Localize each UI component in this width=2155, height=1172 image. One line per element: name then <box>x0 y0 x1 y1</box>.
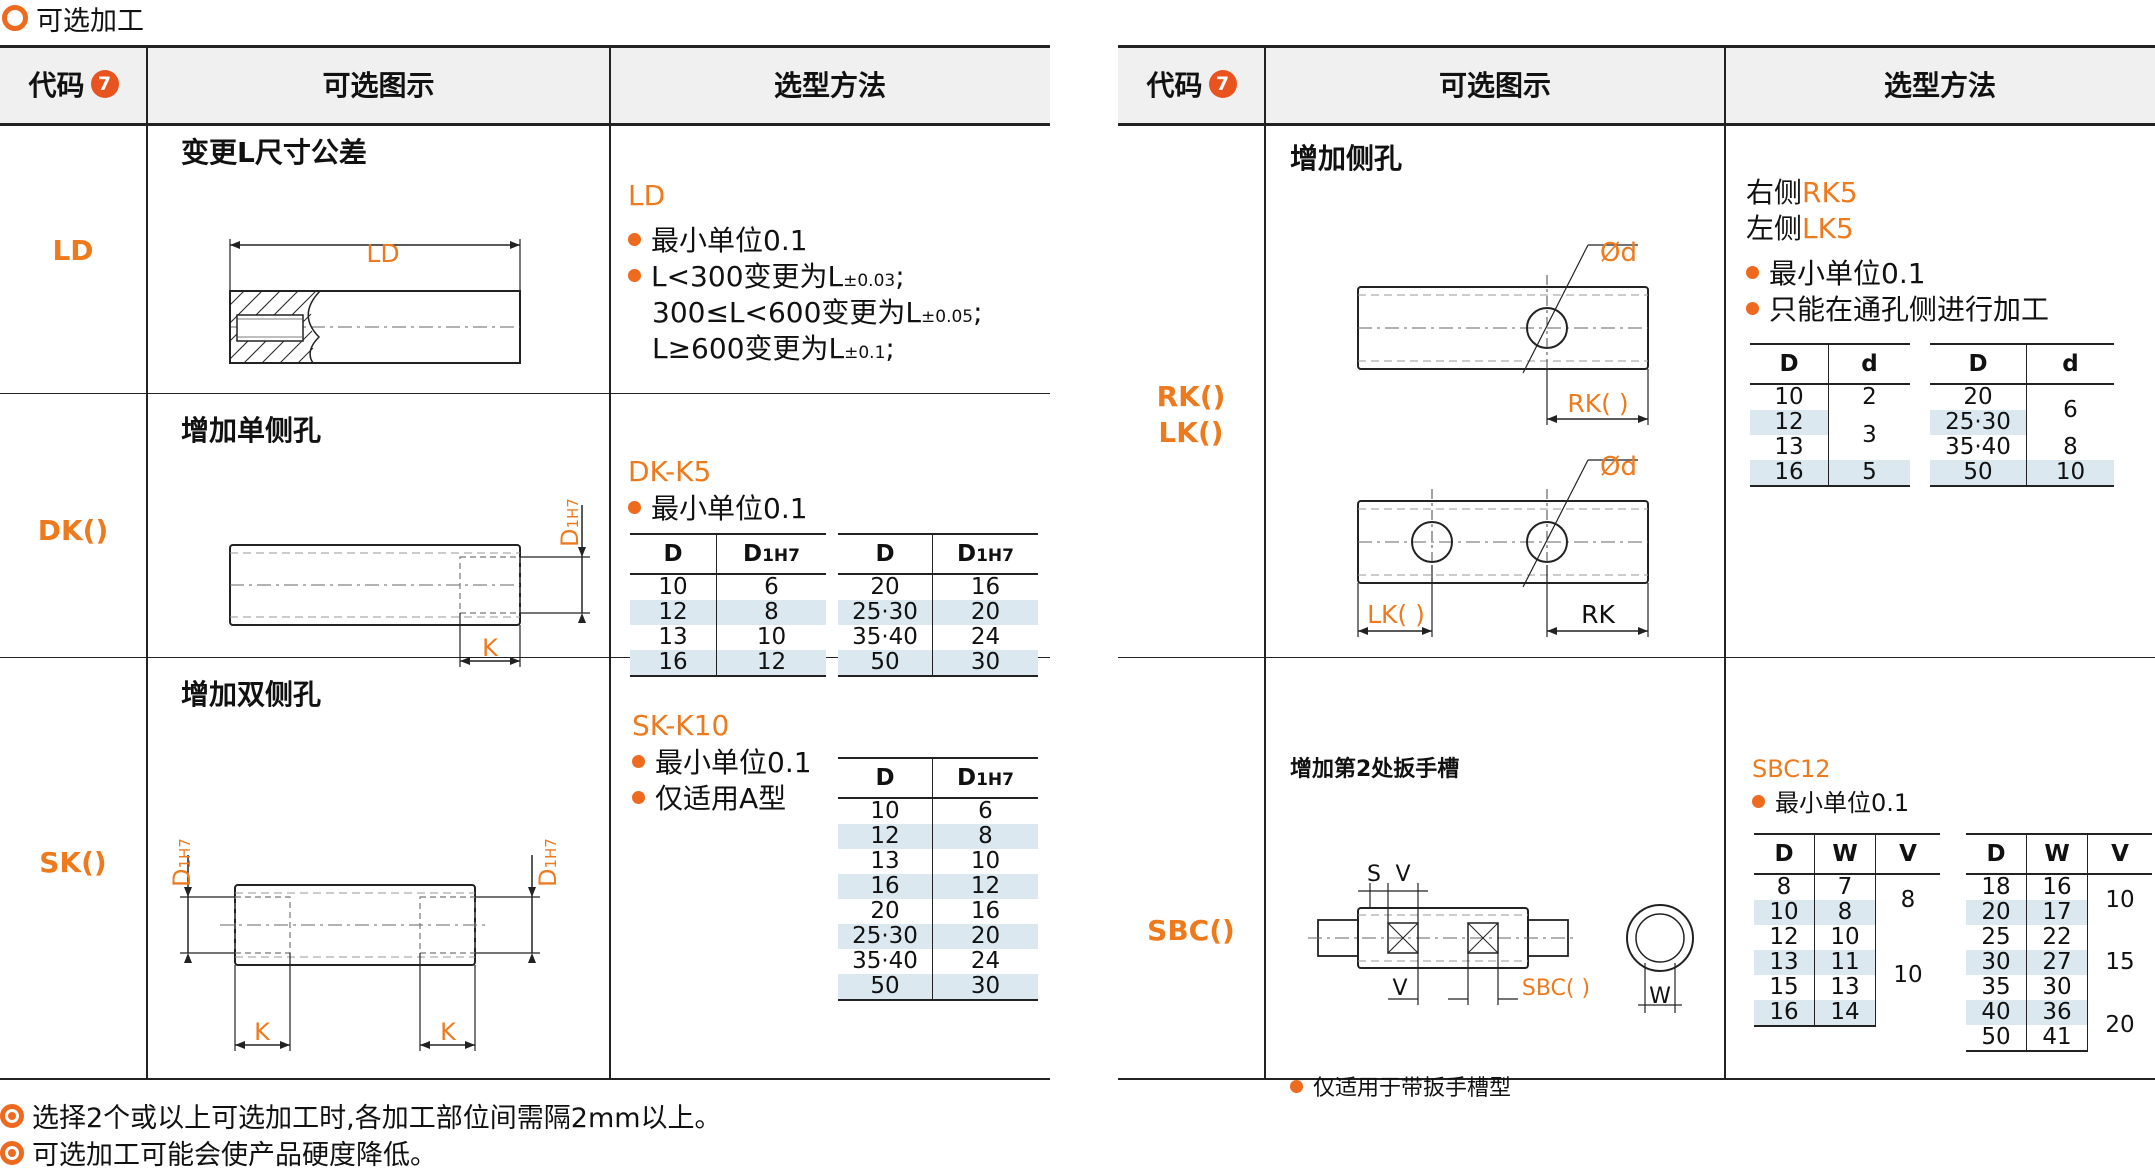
svg-text:W: W <box>1649 984 1671 1009</box>
code-rk: RK() <box>1156 380 1226 413</box>
sk-title: 增加双侧孔 <box>181 678 322 711</box>
svg-text:RK: RK <box>1581 600 1615 629</box>
svg-text:Ød: Ød <box>1600 452 1637 482</box>
sbc-note: 仅适用于带扳手槽型 <box>1290 1071 1511 1107</box>
ld-figure: LD <box>229 239 521 364</box>
dot-bullet-icon <box>1290 1079 1303 1093</box>
svg-text:V: V <box>1395 862 1410 887</box>
svg-text:LK( ): LK( ) <box>1367 600 1425 629</box>
ld-tol-2: 300≤L<600变更为L±0.05; <box>652 296 983 329</box>
left-header-row <box>0 45 1050 126</box>
dot-bullet-icon <box>1746 301 1759 315</box>
svg-text:K: K <box>440 1018 457 1046</box>
dk-spec: DK-K5 <box>628 455 712 488</box>
rk-spec: 右侧RK5 <box>1746 176 1858 209</box>
code-sk: SK() <box>39 846 107 879</box>
note-badge-icon: 7 <box>90 70 119 98</box>
dot-bullet-icon <box>1752 794 1765 808</box>
header-figure: 可选图示 <box>322 69 435 102</box>
svg-text:S: S <box>1367 862 1381 887</box>
ring-bullet-icon <box>2 5 28 31</box>
dot-bullet-icon <box>1746 265 1759 279</box>
sbc-spec: SBC12 <box>1752 755 1831 783</box>
sbc-figure: S V V SBC( ) W <box>1308 862 1694 1013</box>
dot-bullet-icon <box>632 754 645 768</box>
sk-figure: D1H7 D1H7 K K <box>170 838 562 1051</box>
code-ld: LD <box>52 234 94 267</box>
rk-bullet-2: 只能在通孔侧进行加工 <box>1746 292 2049 328</box>
dk-figure: D1H7 K <box>229 498 590 667</box>
code-dk: DK() <box>37 514 109 547</box>
ld-title: 变更L尺寸公差 <box>181 136 367 169</box>
right-header-row <box>1118 45 2155 126</box>
page-title: 可选加工 <box>0 0 144 37</box>
header-method: 选型方法 <box>1883 69 1996 102</box>
svg-text:D1H7: D1H7 <box>534 838 562 887</box>
dot-bullet-icon <box>628 500 641 514</box>
footnote-1: 选择2个或以上可选加工时,各加工部位间需隔2mm以上。 <box>0 1096 722 1135</box>
header-method: 选型方法 <box>773 69 886 102</box>
ld-bullet-1: 最小单位0.1 <box>628 223 808 259</box>
svg-text:V: V <box>1392 976 1407 1001</box>
svg-text:RK( ): RK( ) <box>1567 389 1628 418</box>
code-lk: LK() <box>1158 416 1224 449</box>
note-badge-icon: 7 <box>1208 70 1237 98</box>
svg-text:D1H7: D1H7 <box>556 498 584 547</box>
lk-spec: 左侧LK5 <box>1746 212 1854 245</box>
rk-title: 增加侧孔 <box>1290 142 1403 175</box>
sk-bullet-1: 最小单位0.1 <box>632 745 812 781</box>
sbc-title: 增加第2处扳手槽 <box>1290 757 1460 782</box>
svg-text:D1H7: D1H7 <box>170 838 196 887</box>
sk-bullet-2: 仅适用A型 <box>632 781 786 817</box>
dk-title: 增加单侧孔 <box>181 414 322 447</box>
footnote-2: 可选加工可能会使产品硬度降低。 <box>0 1133 437 1172</box>
svg-text:Ød: Ød <box>1600 238 1637 268</box>
ld-dim-label: LD <box>366 239 399 268</box>
dot-bullet-icon <box>628 232 641 246</box>
target-bullet-icon <box>0 1140 24 1165</box>
rk-lk-figure: Ød RK( ) Ød LK( ) RK <box>1357 238 1649 637</box>
ld-spec: LD <box>628 179 666 212</box>
dot-bullet-icon <box>628 268 641 282</box>
dk-bullet-1: 最小单位0.1 <box>628 491 808 527</box>
svg-text:K: K <box>254 1018 271 1046</box>
code-sbc: SBC() <box>1147 914 1235 947</box>
ld-tol-1: L<300变更为L±0.03; <box>628 259 905 299</box>
sk-spec: SK-K10 <box>632 709 730 742</box>
header-figure: 可选图示 <box>1438 69 1551 102</box>
rk-bullet-1: 最小单位0.1 <box>1746 256 1926 292</box>
dot-bullet-icon <box>632 790 645 804</box>
ld-tol-3: L≥600变更为L±0.1; <box>652 332 895 365</box>
svg-text:SBC( ): SBC( ) <box>1522 976 1590 1001</box>
sbc-bullet-1: 最小单位0.1 <box>1752 785 1909 821</box>
svg-text:K: K <box>482 634 499 662</box>
target-bullet-icon <box>0 1103 24 1128</box>
